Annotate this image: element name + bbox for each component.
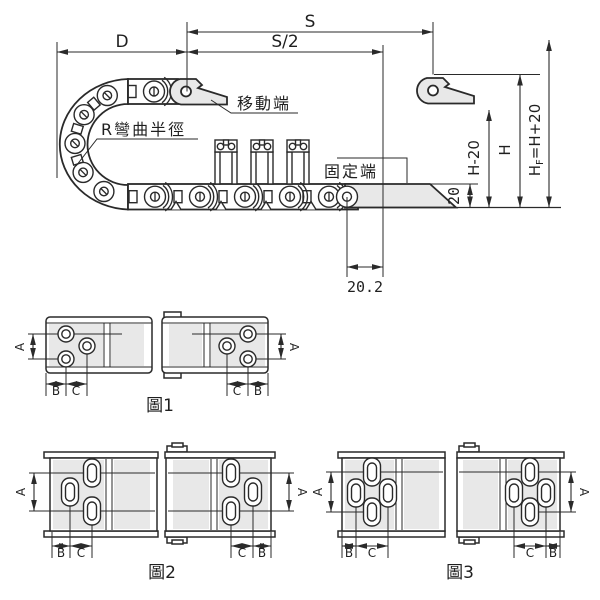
moving-end-label: 移動端 [237,94,291,113]
fig3-dim-b-left: B [345,546,353,560]
bend-radius-leader [75,138,198,167]
figure-3-caption: 圖3 [446,563,474,583]
callouts: 移動端 R彎曲半徑 固定端 [75,94,408,183]
fig2-dim-b-left: B [57,546,65,560]
fig2-dim-c-right: C [238,546,246,560]
figure-1-caption: 圖1 [146,396,174,416]
bend-radius-label: R彎曲半徑 [101,120,186,139]
fig3-dim-a-right: A [577,488,591,497]
fig1-dim-c-right: C [233,384,241,398]
fixed-end-leader [337,157,408,183]
dim-hf-label: HF=H+20 [526,104,546,177]
figure-1-left-dims: A B C [13,333,122,398]
fig2-dim-a-right: A [295,488,309,497]
fixed-end-label: 固定端 [324,162,378,181]
figure-2-left-dims: A B C [14,472,155,560]
dim-20-label: 20 [445,187,463,205]
dim-h-label: H [496,144,514,155]
figure-3-left-dims: A B C [311,471,443,560]
figure-1-right-dims: A C B [192,333,301,398]
figure-2: A B C [14,442,309,583]
fig3-dim-c-right: C [526,546,534,560]
fig1-dim-a-right: A [287,343,301,352]
dim-pitch-label: 20.2 [347,278,383,296]
moving-end-leader [210,99,298,114]
dim-s-label: S [305,12,316,32]
fig1-dim-c-left: C [72,384,80,398]
dimensions-right: 20 H-20 H HF=H+20 [428,40,552,208]
link-cross-sections [214,139,310,185]
fig1-dim-a-left: A [13,342,27,351]
figure-3-left-bracket [337,451,446,538]
dim-h-minus-20-label: H-20 [465,140,483,176]
figure-1-left-bracket [45,316,153,374]
fixed-end-bracket [344,183,459,209]
fig3-dim-b-right: B [549,546,557,560]
fixed-end-pin [335,185,359,208]
figure-2-right-dims: A C B [168,472,309,560]
figure-1-right-bracket [161,311,269,379]
fig3-dim-a-left: A [311,487,325,496]
fig3-dim-c-left: C [368,546,376,560]
fig2-dim-b-right: B [258,546,266,560]
figure-2-caption: 圖2 [148,563,176,583]
dimensions-top: S S/2 D 20.2 [56,12,434,296]
moving-end-bracket-far [416,77,475,105]
fig1-dim-b-left: B [52,384,60,398]
fig1-dim-b-right: B [254,384,262,398]
dim-s-half-label: S/2 [271,32,298,52]
figure-1: A B C A [13,311,301,416]
figure-2-left-bracket [43,451,159,538]
fig2-dim-c-left: C [77,546,85,560]
fig2-dim-a-left: A [14,487,28,496]
figure-3-right-dims: A C B [459,471,591,560]
dim-d-label: D [115,32,128,52]
moving-end-bracket [169,78,228,106]
figure-2-right-bracket [164,442,276,545]
figure-3: A B C [311,442,591,583]
figure-3-right-bracket [456,442,565,545]
chain-side-view [58,76,561,212]
